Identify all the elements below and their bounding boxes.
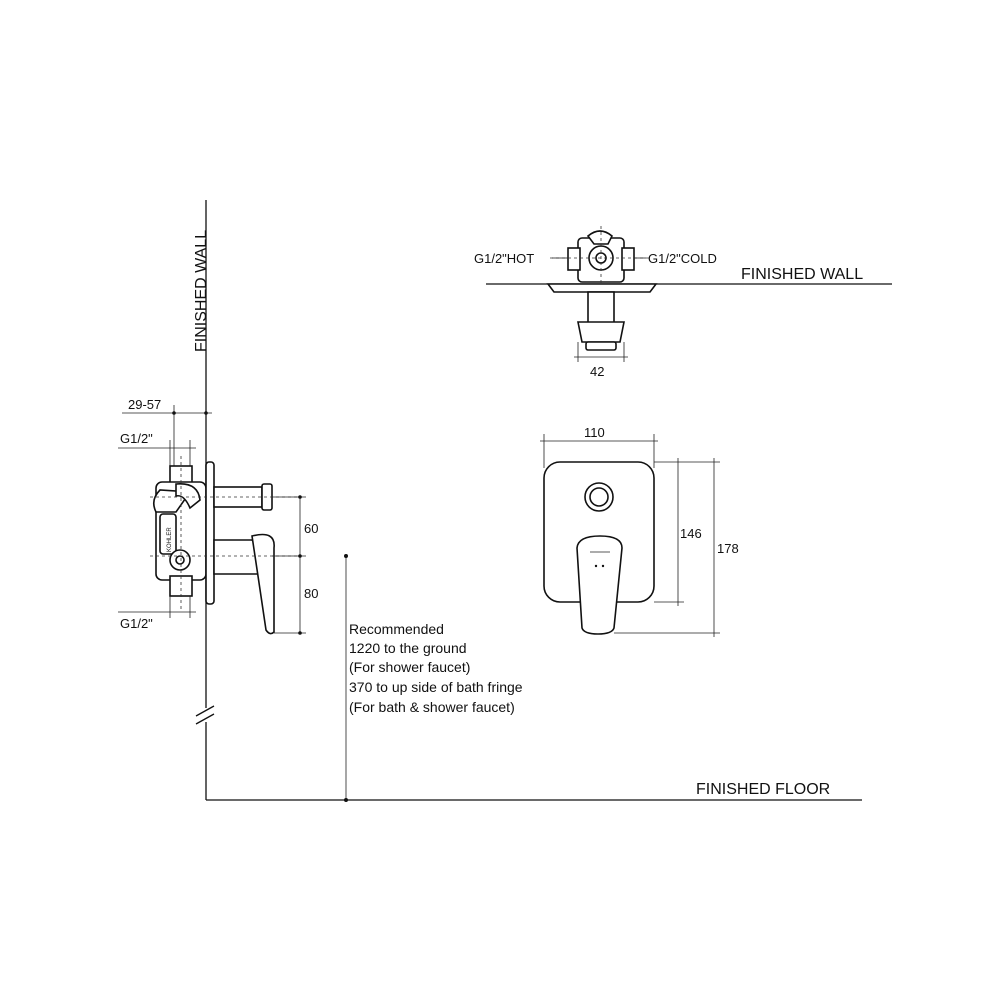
break-mark-bottom	[195, 713, 215, 725]
top-view-lever-tip	[585, 341, 617, 351]
top-view-lever-neck	[587, 291, 615, 325]
finished-floor-label: FINISHED FLOOR	[696, 781, 830, 798]
depth-range-tick-right	[204, 411, 208, 415]
depth-range-label: 29-57	[128, 397, 161, 412]
valve-label-plate	[159, 513, 177, 555]
plate-height-outer-label: 178	[717, 541, 739, 556]
front-view: 110 146 178	[540, 425, 739, 637]
height-dimension-tick-floor	[344, 798, 348, 802]
thread-top-label: G1/2"	[120, 431, 153, 446]
lower-spacing-label: 80	[304, 586, 318, 601]
brand-mark: KOHLER	[167, 527, 173, 552]
dim-80-tick-bottom	[298, 631, 302, 635]
hot-indicator-dot	[594, 564, 598, 568]
valve-casting-curve	[175, 483, 201, 510]
top-view-plate	[546, 283, 658, 293]
finished-wall-label-top: FINISHED WALL	[741, 266, 863, 283]
outlet-spacing-label: 60	[304, 521, 318, 536]
cold-inlet-label: G1/2"COLD	[648, 251, 717, 266]
front-lever	[576, 535, 623, 635]
wall-plate-side	[205, 461, 215, 605]
finished-wall-label-vertical: FINISHED WALL	[193, 230, 210, 352]
side-view: KOHLER FINISHED WALL 29-57 G1/2" G1/2"	[118, 200, 862, 802]
dim-60-tick-mid	[298, 554, 302, 558]
note-line-1: Recommended	[349, 621, 444, 637]
note-line-3: (For shower faucet)	[349, 659, 470, 675]
thread-bottom-label: G1/2"	[120, 616, 153, 631]
hot-inlet-stub	[567, 247, 581, 271]
lever-base	[213, 539, 259, 575]
lever-handle	[251, 533, 275, 635]
plate-height-inner-label: 146	[680, 526, 702, 541]
note-line-5: (For bath & shower faucet)	[349, 699, 515, 715]
top-view-lever-body	[577, 321, 625, 343]
hot-inlet-label: G1/2"HOT	[474, 251, 534, 266]
cold-indicator-dot	[601, 564, 605, 568]
bottom-outlet-bore	[175, 555, 185, 565]
top-valve-cap	[586, 230, 613, 245]
plate-width-label: 110	[584, 425, 605, 440]
dim-60-tick-top	[298, 495, 302, 499]
depth-top-label: 42	[590, 364, 604, 379]
note-line-4: 370 to up side of bath fringe	[349, 679, 523, 695]
cold-inlet-stub	[621, 247, 635, 271]
depth-range-tick	[172, 411, 176, 415]
top-view: FINISHED WALL 42 G1/2"HOT G1/2"COLD	[474, 226, 892, 379]
height-dimension-tick	[344, 554, 348, 558]
break-mark-top	[195, 705, 215, 717]
note-line-2: 1220 to the ground	[349, 640, 467, 656]
diverter-button-inner	[589, 487, 609, 507]
